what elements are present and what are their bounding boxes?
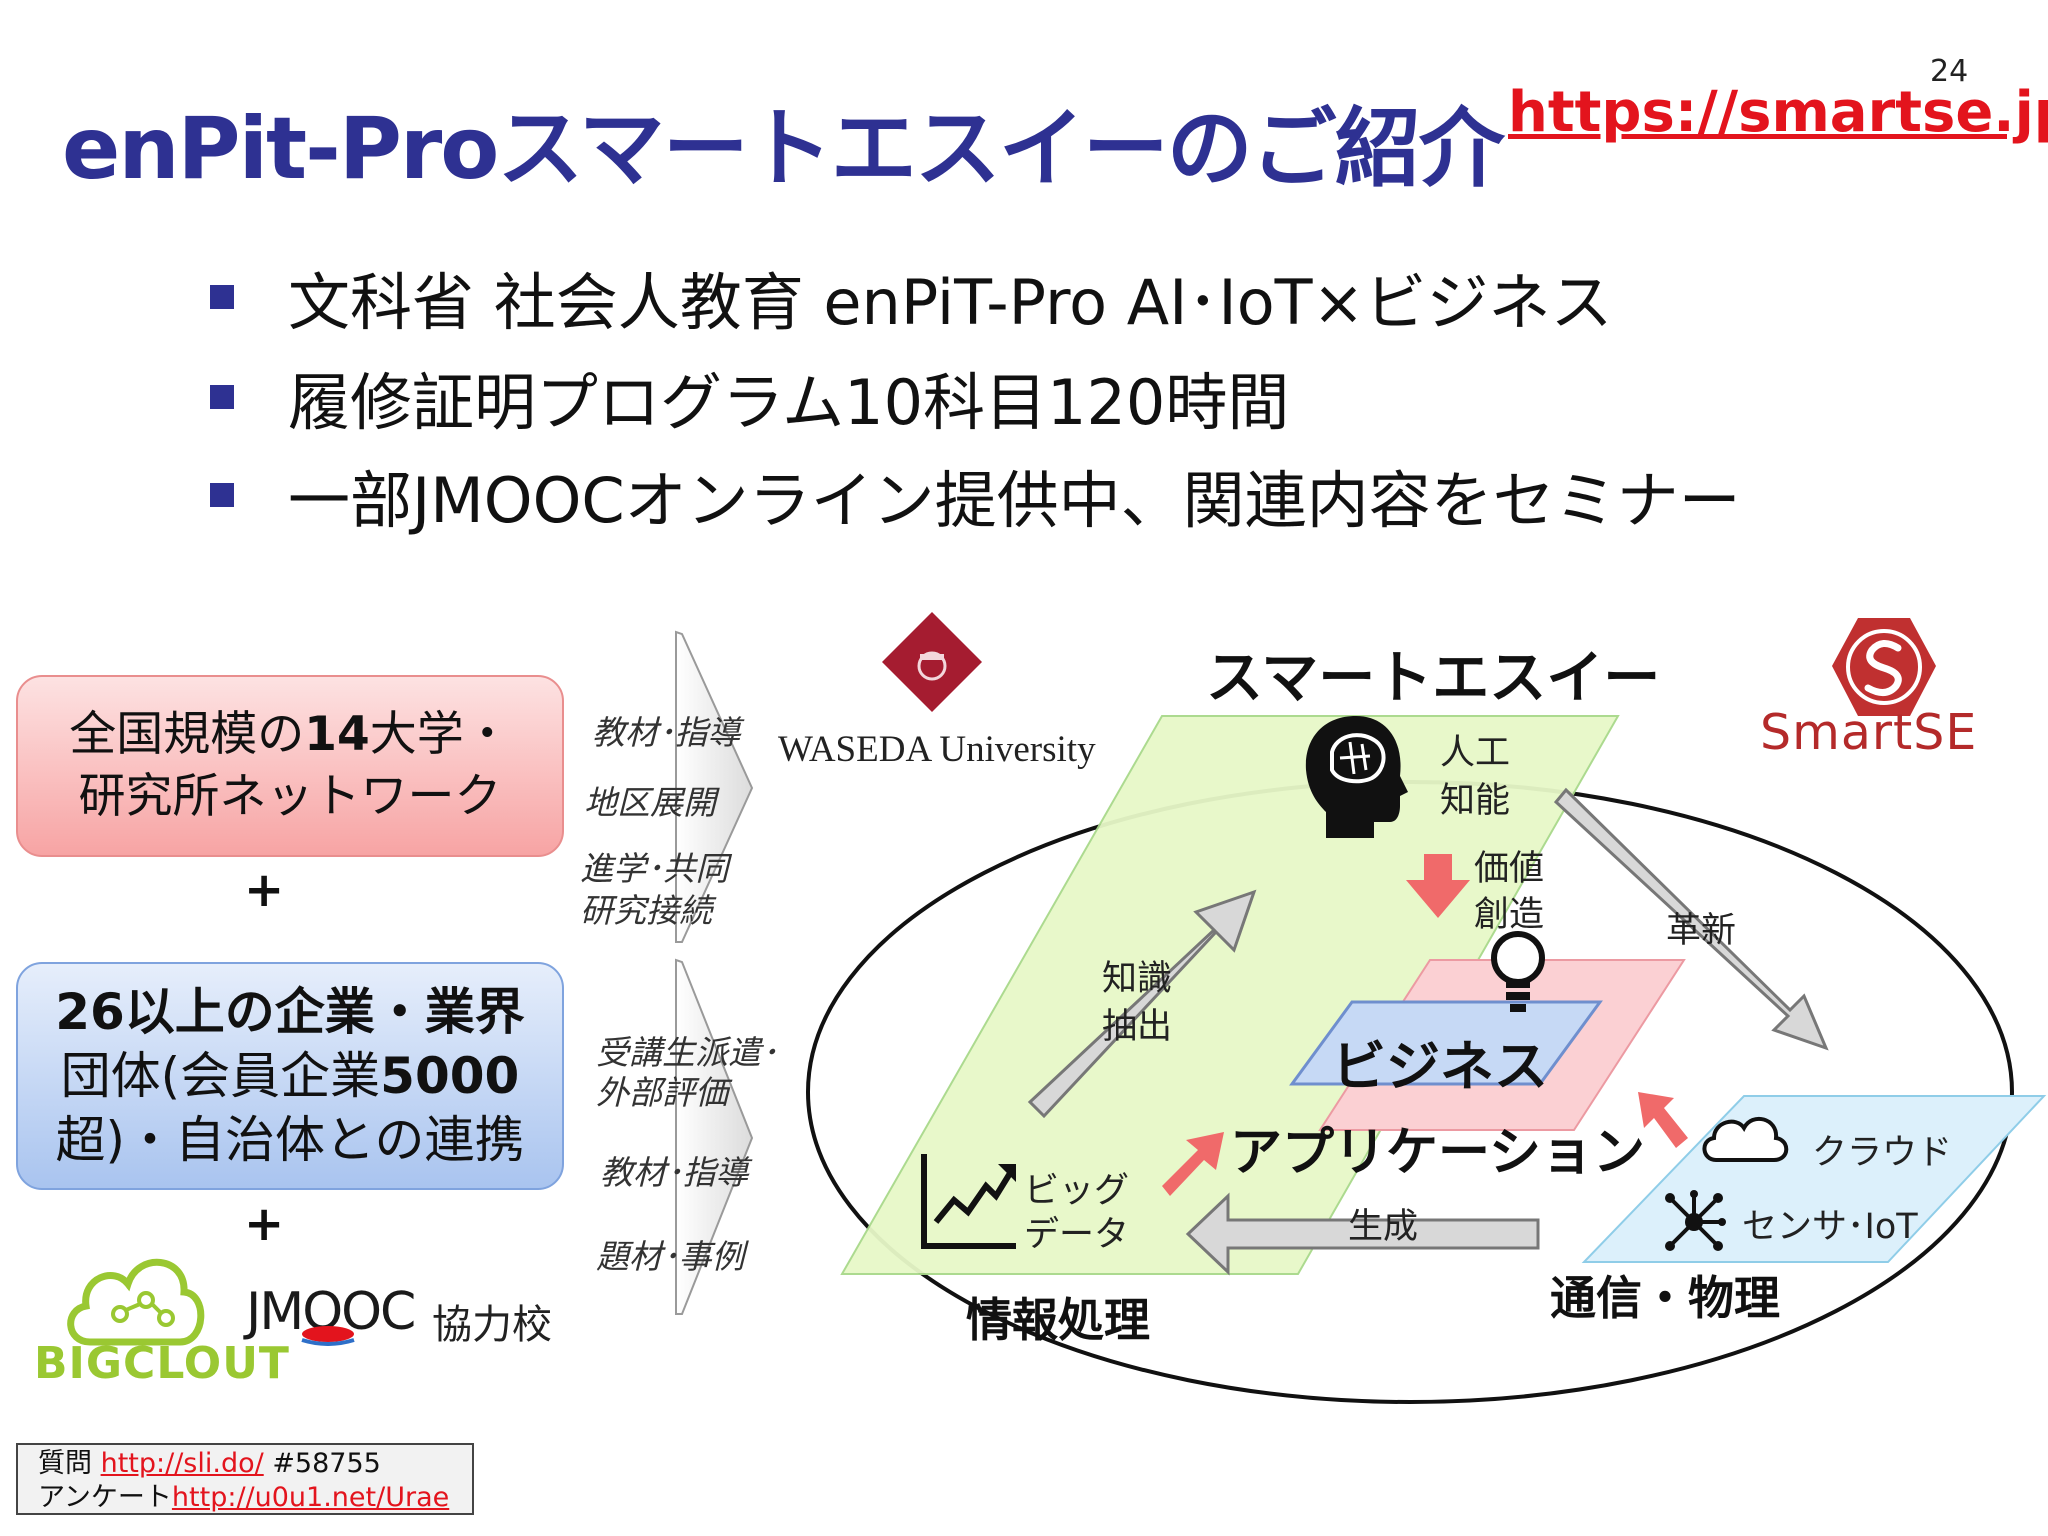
chevron-label: 進学･共同 bbox=[580, 849, 729, 888]
chevron-label: 外部評価 bbox=[596, 1073, 728, 1112]
bigdata-label-1: ビッグ bbox=[1024, 1171, 1130, 1211]
smartse-emblem-icon bbox=[1832, 618, 1936, 716]
chevron-label: 研究接続 bbox=[580, 891, 712, 930]
kyoryoku-label: 協力校 bbox=[432, 1302, 552, 1348]
network-text-a: 全国規模の bbox=[69, 707, 305, 762]
companies-line2a: 団体(会員企業 bbox=[60, 1047, 381, 1105]
network-text-line2: 研究所ネットワーク bbox=[78, 769, 502, 824]
waseda-emblem-icon bbox=[882, 612, 982, 712]
survey-label: アンケート bbox=[38, 1482, 172, 1513]
value-label-1: 価値 bbox=[1474, 849, 1545, 889]
knowledge-label-2: 抽出 bbox=[1102, 1007, 1173, 1047]
bigdata-label-2: データ bbox=[1024, 1215, 1130, 1255]
site-link[interactable]: https://smartse.jp bbox=[1508, 80, 2048, 145]
sensor-label: センサ･IoT bbox=[1742, 1207, 1918, 1247]
survey-link[interactable]: http://u0u1.net/Urae bbox=[171, 1482, 450, 1513]
business-plane bbox=[1289, 1000, 1603, 1086]
chevron-arrow-top bbox=[675, 630, 754, 943]
plus-sign: + bbox=[244, 1196, 285, 1252]
generation-arrow bbox=[1185, 1192, 1540, 1276]
bullet-item: 履修証明プログラム10科目120時間 bbox=[210, 352, 1289, 442]
comm-physics-label: 通信・物理 bbox=[1550, 1271, 1780, 1325]
chevron-arrow-bottom bbox=[675, 958, 754, 1315]
companies-count: 5000 bbox=[380, 1047, 520, 1105]
bullet-square-icon bbox=[210, 385, 234, 409]
cloud-label: クラウド bbox=[1812, 1133, 1953, 1173]
question-label: 質問 bbox=[38, 1448, 92, 1479]
chevron-label: 地区展開 bbox=[584, 783, 716, 822]
page-number: 24 bbox=[1930, 54, 1969, 89]
network-count: 14 bbox=[304, 707, 370, 762]
companies-line1: 26以上の企業・業界 bbox=[55, 983, 525, 1041]
chart-trend-icon bbox=[921, 1154, 1016, 1249]
bullet-text: 一部JMOOCオンライン提供中、関連内容をセミナー bbox=[288, 464, 1741, 537]
value-creation-arrow bbox=[1406, 854, 1470, 918]
ai-label-2: 知能 bbox=[1440, 781, 1511, 821]
bullet-item: 文科省 社会人教育 enPiT-Pro AI･IoT×ビジネス bbox=[210, 252, 1612, 342]
value-label-2: 創造 bbox=[1474, 895, 1545, 935]
application-label: アプリケーション bbox=[1230, 1123, 1645, 1183]
info-processing-label: 情報処理 bbox=[966, 1293, 1150, 1347]
bigclout-logo-text: BIGCLOUT bbox=[34, 1338, 290, 1389]
chevron-label: 教材･指導 bbox=[600, 1153, 749, 1192]
network-box: 全国規模の14大学・ 研究所ネットワーク bbox=[16, 675, 564, 857]
cloud-icon bbox=[1702, 1117, 1789, 1162]
brain-head-icon bbox=[1305, 716, 1408, 838]
companies-line3: 超)・自治体との連携 bbox=[55, 1111, 525, 1169]
lightbulb-icon bbox=[1491, 931, 1545, 1012]
bullet-item: 一部JMOOCオンライン提供中、関連内容をセミナー bbox=[210, 450, 1741, 540]
sensor-network-icon bbox=[1665, 1190, 1726, 1251]
iot-to-app-arrow bbox=[1638, 1092, 1688, 1148]
smartse-logo-text: SmartSE bbox=[1760, 704, 1978, 761]
knowledge-extraction-arrow bbox=[1027, 889, 1257, 1119]
question-code: #58755 bbox=[272, 1448, 381, 1479]
chevron-label: 受講生派遣･ bbox=[596, 1033, 778, 1072]
innovation-label: 革新 bbox=[1666, 911, 1737, 951]
chevron-label: 題材･事例 bbox=[596, 1237, 745, 1276]
question-link[interactable]: http://sli.do/ bbox=[100, 1448, 264, 1479]
question-survey-box: 質問 http://sli.do/ #58755 アンケートhttp://u0u… bbox=[16, 1443, 474, 1515]
bullet-text: 履修証明プログラム10科目120時間 bbox=[288, 366, 1290, 439]
waseda-logo-text: WASEDA University bbox=[778, 729, 1096, 770]
generate-label: 生成 bbox=[1348, 1207, 1419, 1247]
bullet-square-icon bbox=[210, 285, 234, 309]
data-to-app-arrow bbox=[1162, 1132, 1224, 1196]
diagram-heading: スマートエスイー bbox=[1206, 645, 1661, 711]
companies-box: 26以上の企業・業界 団体(会員企業5000 超)・自治体との連携 bbox=[16, 962, 564, 1190]
knowledge-label-1: 知識 bbox=[1102, 959, 1173, 999]
plus-sign: + bbox=[244, 862, 285, 918]
innovation-arrow bbox=[1553, 787, 1829, 1051]
ai-label-1: 人工 bbox=[1440, 733, 1511, 773]
bullet-square-icon bbox=[210, 483, 234, 507]
business-label: ビジネス bbox=[1332, 1035, 1548, 1098]
slide-title: enPit-Proスマートエスイーのご紹介 bbox=[62, 99, 1505, 199]
chevron-label: 教材･指導 bbox=[592, 713, 741, 752]
jmooc-logo-mark-icon bbox=[301, 1326, 355, 1346]
network-text-b: 大学・ bbox=[369, 707, 511, 762]
bigclout-cloud-icon bbox=[67, 1258, 205, 1346]
bullet-text: 文科省 社会人教育 enPiT-Pro AI･IoT×ビジネス bbox=[288, 266, 1613, 339]
